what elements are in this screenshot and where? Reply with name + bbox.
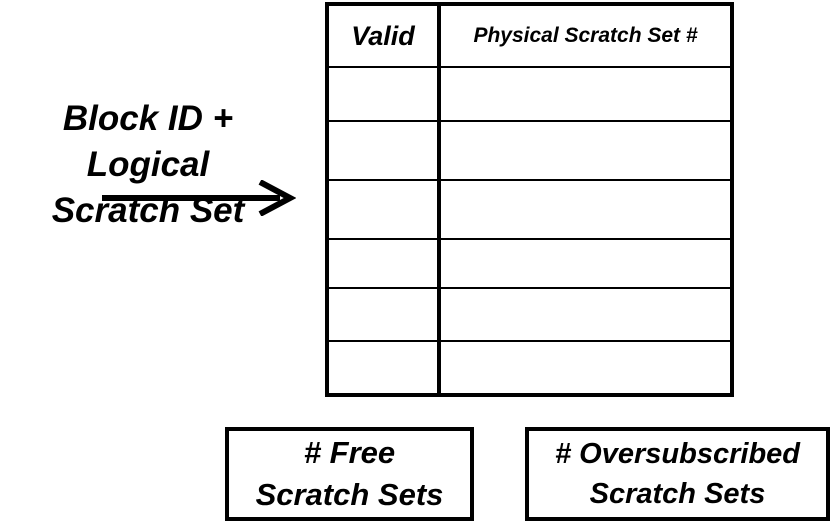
row-divider <box>329 179 730 181</box>
header-valid: Valid <box>351 20 415 51</box>
input-label-line1: Block ID + Logical <box>62 99 234 184</box>
row-divider <box>329 120 730 122</box>
row-divider <box>329 287 730 289</box>
free-scratch-sets-box: # Free Scratch Sets <box>225 427 474 521</box>
free-scratch-sets-line1: # Free <box>303 435 396 470</box>
column-divider <box>437 6 441 393</box>
row-divider <box>329 66 730 68</box>
row-divider <box>329 340 730 342</box>
mapping-table: Valid Physical Scratch Set # <box>325 2 734 397</box>
right-arrow-icon <box>102 180 296 216</box>
free-scratch-sets-line2: Scratch Sets <box>255 477 444 512</box>
oversubscribed-scratch-sets-line2: Scratch Sets <box>589 478 766 510</box>
oversubscribed-scratch-sets-line1: # Oversubscribed <box>555 438 800 470</box>
row-divider <box>329 238 730 240</box>
oversubscribed-scratch-sets-box: # Oversubscribed Scratch Sets <box>525 427 830 521</box>
header-physical-scratch-set: Physical Scratch Set # <box>473 24 698 47</box>
input-label: Block ID + Logical Scratch Set <box>0 96 296 234</box>
